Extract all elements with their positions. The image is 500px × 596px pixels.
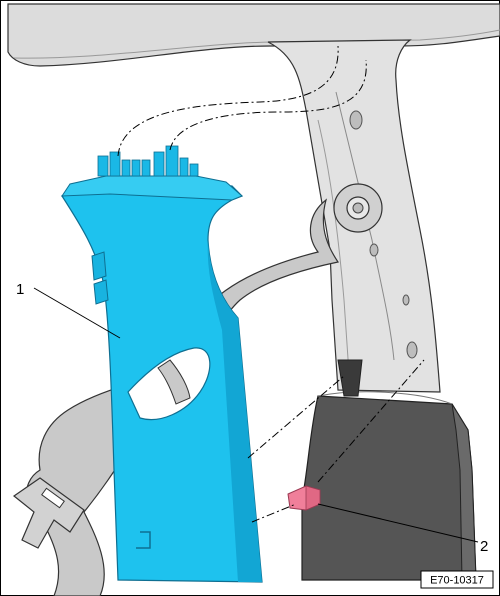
mount-hole (349, 110, 363, 130)
lower-trim-top-edge (317, 391, 453, 405)
trim-tab (91, 251, 107, 281)
b-pillar-groove (317, 119, 351, 389)
assembly-lines (117, 45, 425, 523)
trim-tab (93, 279, 109, 305)
roof-edge (13, 29, 500, 59)
figure-id-box (420, 570, 494, 589)
callout-1-label: 1 (16, 281, 24, 298)
lower-trim-panel (301, 395, 477, 581)
belt-tongue-slot (41, 487, 65, 509)
trim-emboss-mark (136, 531, 151, 549)
b-pillar-trim-shade (207, 240, 262, 582)
roof-panel (7, 3, 500, 67)
trim-top-clips (97, 145, 199, 177)
trim-clip-dark (337, 359, 363, 397)
mount-hole (402, 294, 410, 306)
belt-tongue (12, 477, 85, 549)
mount-hole (406, 341, 418, 359)
belt-anchor-bolt-core (352, 202, 364, 214)
b-pillar-inner-edge (335, 91, 395, 361)
callout-1-leader (33, 287, 121, 339)
callout-2-label: 2 (480, 538, 488, 555)
mount-hole (369, 243, 379, 257)
callout-2-leader (317, 503, 479, 543)
b-pillar-trim-top-flange (61, 175, 243, 201)
seat-belt-through-slot (157, 359, 191, 405)
figure-id: E70-10317 (430, 575, 484, 587)
